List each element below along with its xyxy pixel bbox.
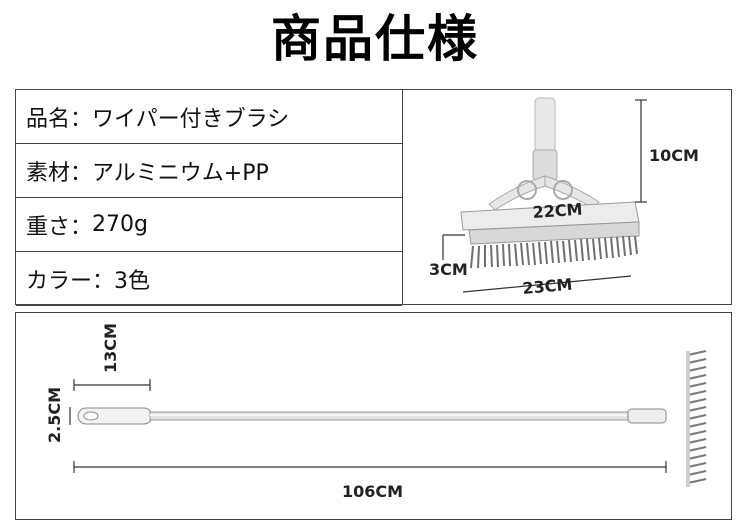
bristles xyxy=(470,235,638,269)
spec-row-color: カラー：3色 xyxy=(16,252,402,306)
spec-label: 重さ xyxy=(26,214,71,240)
page-title: 商品仕様 xyxy=(271,10,479,68)
handle-illustration: 13CM 2.5CM 106CM xyxy=(45,323,707,501)
spec-row-material: 素材：アルミニウム+PP xyxy=(16,144,402,198)
spec-table: 品名：ワイパー付きブラシ 素材：アルミニウム+PP 重さ：270g カラー：3色 xyxy=(15,89,732,306)
spec-separator: ： xyxy=(70,160,93,186)
brush-head-illustration: 10CM 22CM 3CM 23CM xyxy=(429,97,699,298)
spec-separator: ： xyxy=(70,214,93,240)
spec-value: 270g xyxy=(92,212,148,237)
spec-separator: ： xyxy=(70,106,93,132)
spec-label: 素材 xyxy=(26,160,71,186)
dim-brush-width: 23CM xyxy=(522,275,573,298)
product-diagram: 13CM 2.5CM 106CM xyxy=(15,312,732,520)
dim-total-length: 106CM xyxy=(342,482,403,501)
spec-label: カラー xyxy=(26,268,93,294)
dim-grip-length: 13CM xyxy=(101,323,120,373)
spec-row-weight: 重さ：270g xyxy=(16,198,402,252)
spec-value: アルミニウム+PP xyxy=(92,160,269,186)
dim-height: 10CM xyxy=(649,146,699,165)
spec-value: ワイパー付きブラシ xyxy=(92,106,290,132)
dim-grip-width: 2.5CM xyxy=(45,387,64,443)
spec-value: 3色 xyxy=(114,268,151,294)
dim-brush-depth: 3CM xyxy=(429,260,468,279)
dim-wiper-width: 22CM xyxy=(532,200,583,222)
spec-row-name: 品名：ワイパー付きブラシ xyxy=(16,90,402,144)
spec-label: 品名 xyxy=(26,106,71,132)
spec-separator: ： xyxy=(92,268,115,294)
brush-head-side xyxy=(687,350,707,484)
table-divider xyxy=(402,90,403,304)
